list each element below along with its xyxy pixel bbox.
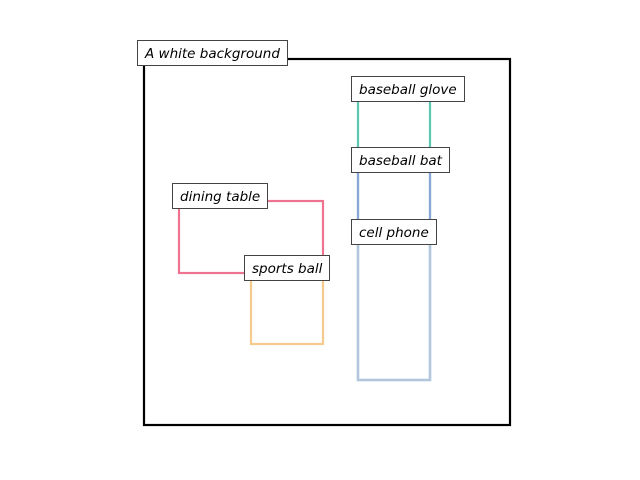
label-baseball-bat: baseball bat: [351, 147, 450, 173]
label-dining-table: dining table: [172, 183, 269, 209]
label-sports-ball: sports ball: [244, 255, 331, 281]
label-baseball-glove: baseball glove: [351, 76, 465, 102]
caption-label: A white background: [137, 40, 288, 66]
label-cell-phone: cell phone: [351, 219, 437, 245]
box-cell-phone: [356, 231, 432, 382]
background-frame: [142, 57, 512, 427]
box-baseball-bat: [356, 159, 432, 382]
